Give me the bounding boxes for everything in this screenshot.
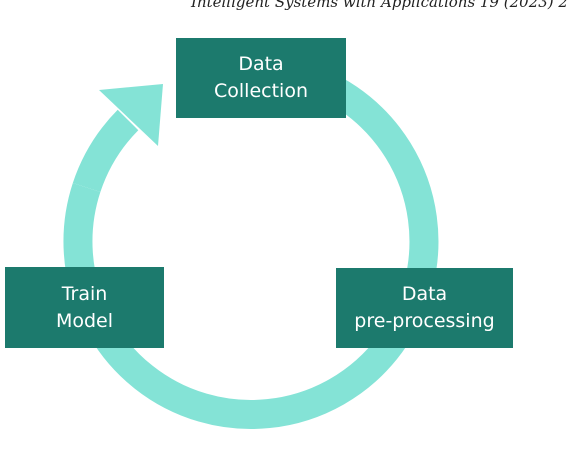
step-train-model-line1: Train	[61, 282, 108, 305]
journal-citation: Intelligent Systems with Applications 19…	[191, 0, 568, 11]
step-data-preprocessing-line2: pre-processing	[354, 310, 495, 332]
arrowhead-icon	[99, 84, 163, 146]
step-data-preprocessing: Data pre-processing	[336, 268, 513, 348]
step-data-preprocessing-line1: Data	[401, 283, 448, 305]
step-data-collection-line2: Collection	[214, 80, 308, 102]
step-train-model-line2: Model	[55, 309, 114, 332]
step-train-model: Train Model	[5, 267, 164, 348]
step-data-collection-line1: Data	[238, 53, 284, 75]
step-data-collection: Data Collection	[176, 38, 346, 118]
cycle-arrow-stem	[72, 109, 139, 193]
